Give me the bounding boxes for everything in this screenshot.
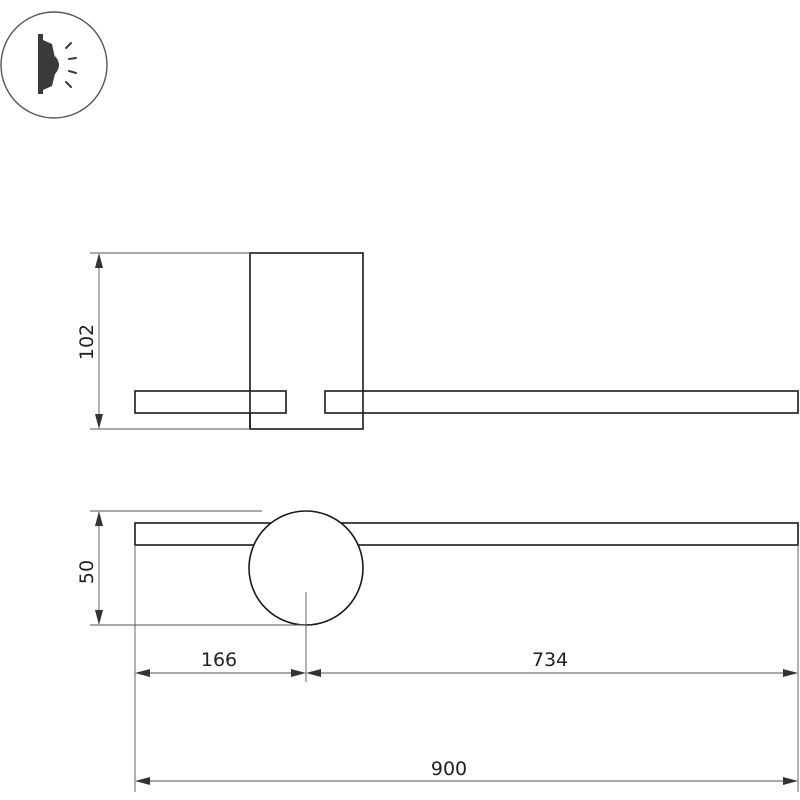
- top-bar: [134, 522, 799, 546]
- offset-dimension-label: 166: [201, 649, 237, 671]
- side-bar-left: [134, 390, 287, 414]
- side-view: 102: [76, 252, 799, 430]
- right-length-dimension-label: 734: [532, 649, 568, 671]
- top-view: 50 166 734 900: [76, 510, 799, 792]
- height-dimension-label: 102: [76, 324, 98, 360]
- side-body: [249, 252, 364, 430]
- side-bar-right: [324, 390, 799, 414]
- wall-light-icon: [0, 11, 108, 119]
- depth-dimension-label: 50: [76, 560, 98, 584]
- total-length-dimension-label: 900: [431, 758, 467, 780]
